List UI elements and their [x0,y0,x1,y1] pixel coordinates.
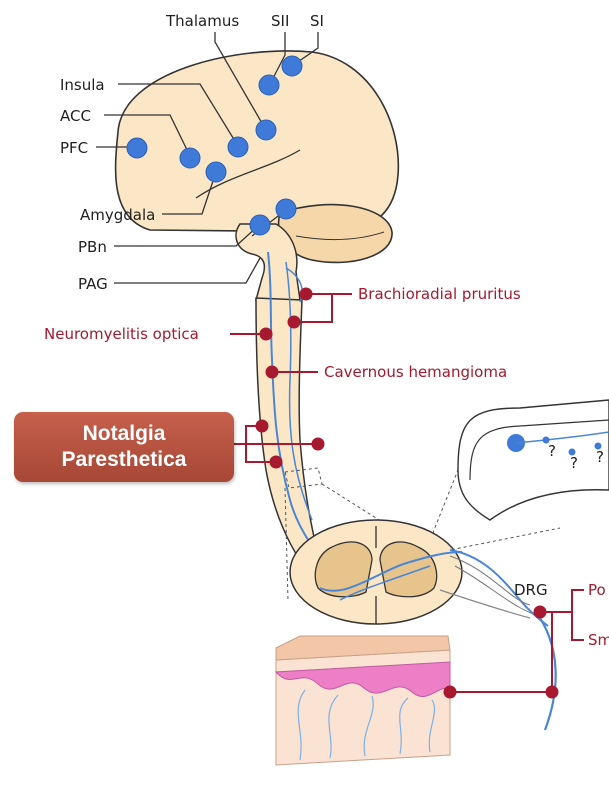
region-dot-insula [228,137,248,157]
label-brachioradial-pruritus: Brachioradial pruritus [358,285,521,303]
lesion-dot-drg [534,606,547,619]
label-drg: DRG [514,581,548,599]
label-insula: Insula [60,76,105,94]
label-si: SI [310,12,324,30]
label-pag: PAG [78,275,108,293]
question-mark-1: ? [548,442,556,460]
question-mark-3: ? [596,448,604,466]
zoom-line-mid2 [440,528,560,552]
lesion-dot-cavernous [266,366,279,379]
label-amygdala: Amygdala [80,206,155,224]
lesion-dot-notalgia-1 [256,420,269,433]
region-dot-si [282,56,302,76]
peripheral-nerve [540,618,556,730]
region-dot-pbn [250,215,270,235]
label-sm-truncated: Sm [588,631,609,649]
brain-cerebrum [116,51,399,232]
label-pbn: PBn [78,238,107,256]
region-dot-amygdala [206,162,226,182]
lesion-dot-neuromyelitis [260,328,273,341]
region-dot-acc [180,148,200,168]
label-thalamus: Thalamus [165,12,239,30]
lesion-dot-skin [444,686,457,699]
label-sii: SII [271,12,289,30]
callout-line-1: Notalgia [83,421,166,447]
lesion-dot-notalgia-3 [270,456,283,469]
neuron-panel [458,400,609,520]
lesion-dot-brachioradial-upper [300,288,313,301]
region-dot-thalamus [256,120,276,140]
label-po-truncated: Po [588,581,606,599]
lesion-dot-notalgia-2 [312,438,325,451]
question-mark-2: ? [570,454,578,472]
lesion-dot-brachioradial-lower [288,316,301,329]
region-dot-pfc [127,138,147,158]
label-acc: ACC [60,107,91,125]
region-dot-pag [276,199,296,219]
label-neuromyelitis-optica: Neuromyelitis optica [44,325,199,343]
region-dot-sii [259,75,279,95]
label-pfc: PFC [60,139,88,157]
lesion-dot-nerve [546,686,559,699]
notalgia-paresthetica-callout: Notalgia Paresthetica [14,412,234,482]
label-cavernous-hemangioma: Cavernous hemangioma [324,363,507,381]
callout-line-2: Paresthetica [62,447,187,473]
